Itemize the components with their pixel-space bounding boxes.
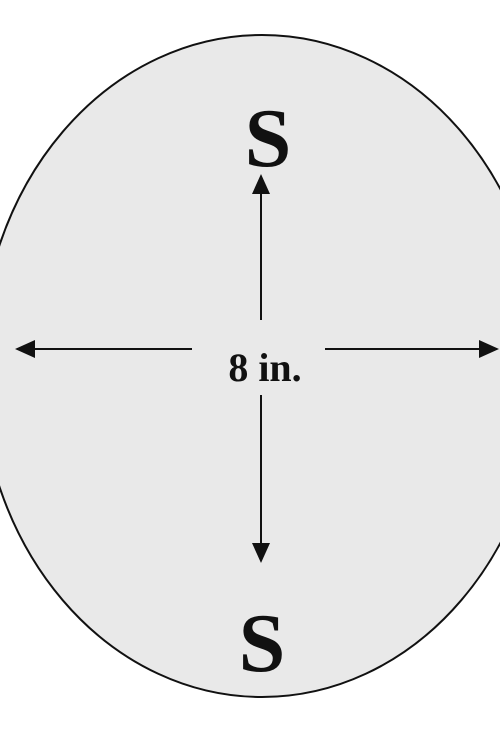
bottom-label: S (239, 597, 286, 690)
circle-shape (0, 34, 500, 698)
top-label: S (245, 92, 292, 185)
dimension-label: 8 in. (228, 345, 301, 390)
